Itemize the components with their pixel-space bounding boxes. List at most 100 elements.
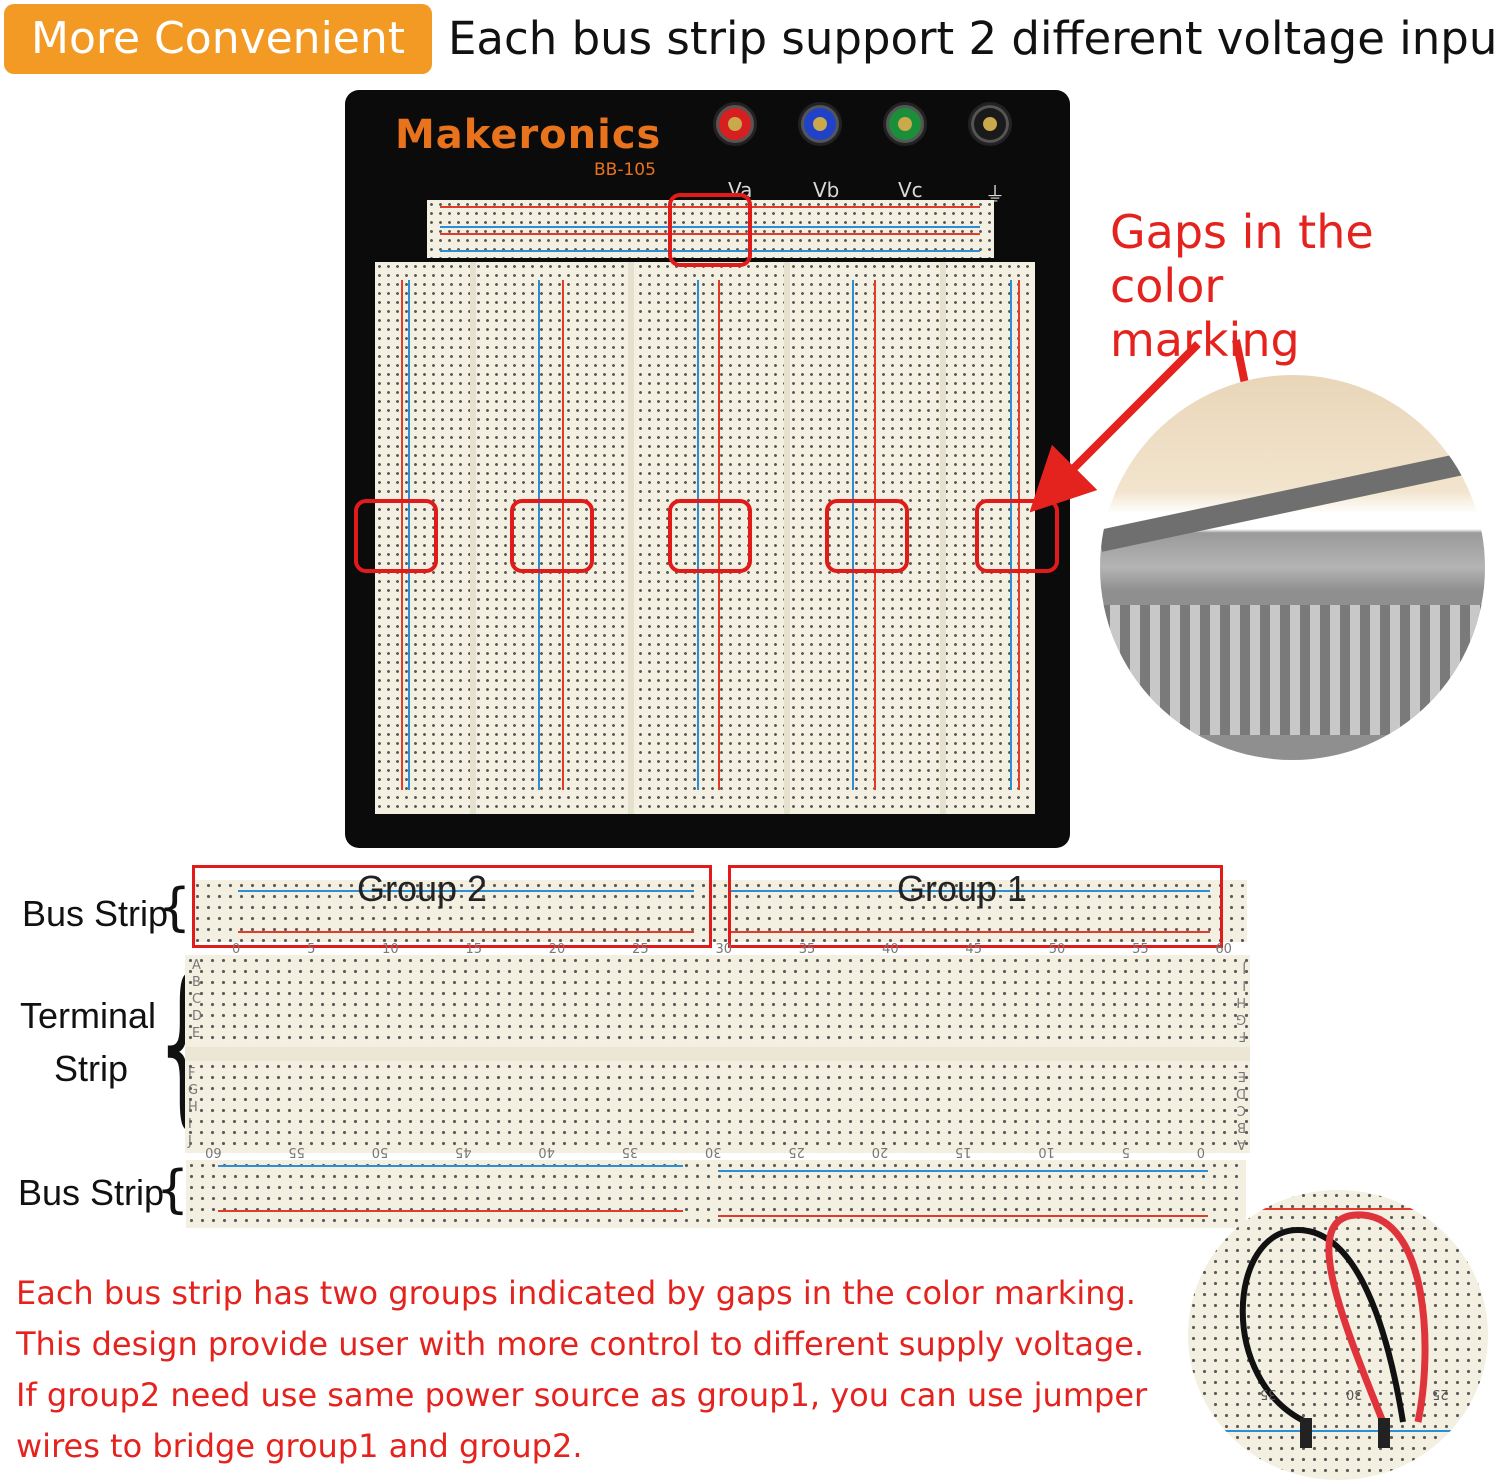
col-num: 10	[1038, 1144, 1055, 1159]
board-top-bus-strip	[427, 200, 994, 258]
col-num: 55	[288, 1144, 305, 1159]
col-num: 20	[871, 1144, 889, 1159]
inset-number-30: 30	[1346, 1386, 1363, 1401]
col-num: 40	[538, 1144, 555, 1159]
col-num: 60	[205, 1144, 222, 1159]
group2-label: Group 2	[357, 868, 488, 909]
col-num: 60	[1215, 942, 1232, 957]
group1-label: Group 1	[897, 868, 1028, 909]
binding-post-va	[713, 102, 757, 146]
col-num: 35	[798, 942, 816, 957]
gap-closeup-photo	[1100, 375, 1485, 760]
rail-red-1	[401, 280, 403, 790]
col-num: 45	[455, 1144, 472, 1159]
gaps-callout-line1: Gaps in the color	[1110, 205, 1374, 313]
col-num: 5	[307, 942, 316, 957]
diagram-center-channel	[185, 1047, 1250, 1061]
inset-number-25: 25	[1432, 1386, 1449, 1401]
bus-strip-bottom-brace: {	[156, 1160, 190, 1220]
row-letters-right-top: F G H I J	[1236, 960, 1246, 1043]
binding-post-vb	[798, 102, 842, 146]
row-letter: E	[1237, 1068, 1247, 1083]
col-num: 0	[1196, 1144, 1205, 1159]
more-convenient-badge: More Convenient	[4, 4, 432, 74]
post-label-vc: Vc	[898, 178, 923, 202]
col-num: 40	[882, 942, 899, 957]
row-letter: J	[188, 1134, 192, 1149]
diagram-bottom-red-rail-left	[218, 1210, 683, 1212]
jumper-wires-icon	[1239, 1211, 1429, 1448]
channel-divider-1	[470, 262, 476, 814]
diagram-top-blue-rail-group1	[730, 890, 1210, 892]
gap-highlight-5	[975, 499, 1059, 573]
bus-strip-bottom-label: Bus Strip	[18, 1172, 165, 1213]
col-num: 30	[715, 942, 732, 957]
row-letters-right-bottom: A B C D E	[1236, 1068, 1246, 1151]
row-letter: I	[1242, 977, 1247, 992]
terminal-strip-label-2: Strip	[54, 1048, 129, 1089]
col-num: 30	[705, 1144, 722, 1159]
channel-divider-4	[940, 262, 946, 814]
row-letter: C	[192, 992, 202, 1007]
description-text: Each bus strip has two groups indicated …	[16, 1268, 1186, 1472]
gap-highlight-2	[510, 499, 594, 573]
arrow-to-board	[1030, 341, 1201, 513]
rail-red-3	[718, 280, 720, 790]
board-top-blue-rail-2	[440, 250, 980, 252]
col-num: 10	[382, 942, 399, 957]
row-letter: B	[192, 975, 201, 990]
rail-blue-3	[697, 280, 699, 790]
row-letter: J	[1242, 960, 1247, 975]
bottom-column-numbers: 0 5 10 15 20 25 30 35 40 45 50 55 60	[205, 1144, 1205, 1159]
binding-post-gnd	[968, 102, 1012, 146]
gap-highlight-1	[354, 499, 438, 573]
row-letter: D	[1236, 1085, 1247, 1100]
row-letter: F	[1238, 1028, 1247, 1043]
col-num: 25	[632, 942, 649, 957]
inset-blue-rail	[1188, 1430, 1488, 1432]
rail-red-4	[874, 280, 876, 790]
row-letter: G	[188, 1083, 199, 1098]
gaps-callout-label: Gaps in the color marking	[1110, 205, 1495, 367]
row-letter: B	[1237, 1119, 1247, 1134]
model-number: BB-105	[594, 160, 656, 180]
rail-blue-5	[1010, 280, 1012, 790]
description-line-1: Each bus strip has two groups indicated …	[16, 1274, 1136, 1312]
gap-highlight-top	[668, 193, 752, 267]
row-letter: C	[1236, 1102, 1247, 1117]
gaps-callout-line2: marking	[1110, 313, 1300, 367]
board-top-red-rail	[440, 206, 980, 208]
description-line-4: wires to bridge group1 and group2.	[16, 1427, 583, 1465]
col-num: 35	[621, 1144, 639, 1159]
diagram-top-red-rail-group2	[238, 931, 694, 933]
inset-number-35: 35	[1260, 1386, 1277, 1401]
diagram-bottom-blue-rail-right	[718, 1170, 1208, 1172]
group1-box	[728, 865, 1223, 948]
col-num: 45	[965, 942, 982, 957]
row-letters-left-top: A B C D E	[192, 958, 202, 1041]
row-letter: H	[1236, 994, 1247, 1009]
channel-divider-2	[628, 262, 634, 814]
channel-divider-3	[784, 262, 790, 814]
row-letter: F	[188, 1066, 196, 1081]
rail-blue-4	[852, 280, 854, 790]
bus-strip-top-label: Bus Strip	[22, 893, 169, 934]
row-letter: A	[192, 958, 201, 973]
board-top-red-rail-2	[440, 233, 980, 235]
col-num: 55	[1132, 942, 1149, 957]
row-letter: E	[192, 1026, 201, 1041]
col-num: 50	[1048, 942, 1066, 957]
description-line-3: If group2 need use same power source as …	[16, 1376, 1148, 1414]
description-line-2: This design provide user with more contr…	[16, 1325, 1145, 1363]
bus-strip-top-brace: {	[158, 878, 192, 938]
rail-red-5	[1018, 280, 1020, 790]
diagram-top-red-rail-group1	[730, 931, 1210, 933]
row-letter: I	[188, 1117, 192, 1132]
binding-post-vc	[883, 102, 927, 146]
col-num: 25	[788, 1144, 805, 1159]
rail-red-2	[562, 280, 564, 790]
post-label-vb: Vb	[813, 178, 840, 202]
row-letters-left-bottom: F G H I J	[188, 1066, 198, 1149]
top-column-numbers: 0 5 10 15 20 25 30 35 40 45 50 55 60	[232, 942, 1232, 957]
brand-logo: Makeronics	[395, 112, 662, 158]
